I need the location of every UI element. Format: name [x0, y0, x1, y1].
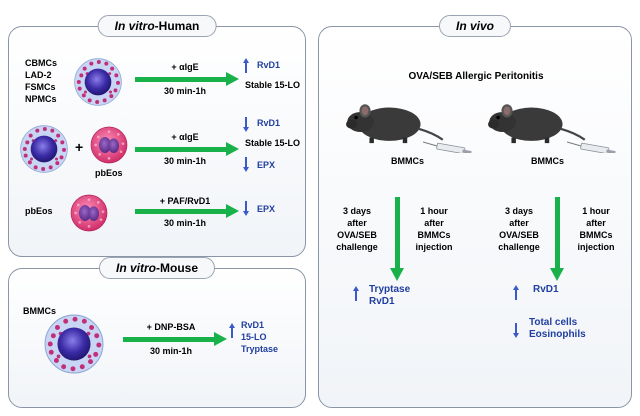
mouse-arrow: [123, 332, 227, 346]
row2-result-rvd1: RvD1: [257, 118, 281, 128]
human-panel: In vitro-Human CBMCs LAD-2 FSMCs NPMCs +…: [8, 15, 306, 257]
mast-cell-icon: [43, 313, 105, 375]
syringe-icon: [423, 139, 473, 153]
right-time-arrow: [550, 197, 564, 281]
row1-result-rvd1: RvD1: [257, 60, 281, 70]
mast-cell-icon: [19, 124, 69, 174]
decrease-arrow-icon: [243, 117, 248, 132]
mouse-cell-label: BMMCs: [23, 306, 56, 316]
mouse-panel: In vitro-Mouse BMMCs + DNP-BSA 30 min-1h…: [8, 257, 306, 408]
left-injection: BMMCs: [391, 156, 424, 166]
row1-cell-list: CBMCs LAD-2 FSMCs NPMCs: [25, 58, 58, 104]
left-results: Tryptase RvD1: [369, 284, 411, 307]
right-injection: BMMCs: [531, 156, 564, 166]
left-timing-right: 1 hour after BMMCs injection: [415, 206, 453, 252]
increase-arrow-icon: [513, 285, 518, 300]
row2-result-15lo: Stable 15-LO: [245, 138, 301, 148]
vivo-panel: In vivo OVA/SEB Allergic Peritonitis BMM…: [318, 15, 632, 408]
mouse-time: 30 min-1h: [149, 346, 192, 356]
human-panel-title: In vitro-Human: [97, 15, 217, 37]
vivo-model: OVA/SEB Allergic Peritonitis: [408, 71, 544, 82]
row3-time: 30 min-1h: [163, 218, 206, 228]
row1-time: 30 min-1h: [163, 86, 206, 96]
left-time-arrow: [390, 197, 404, 281]
right-timing-right: 1 hour after BMMCs injection: [577, 206, 615, 252]
plus-sign: +: [75, 139, 84, 155]
increase-arrow-icon: [243, 58, 248, 73]
increase-arrow-icon: [229, 323, 234, 338]
mouse-results: RvD1 15-LO Tryptase: [241, 320, 279, 354]
row2-eos-label: pbEos: [95, 168, 123, 178]
right-results-down: Total cells Eosinophils: [529, 317, 586, 340]
row1-stimulus: + αIgE: [171, 62, 199, 72]
syringe-icon: [567, 139, 617, 153]
right-result-up: RvD1: [533, 284, 559, 295]
mast-cell-icon: [73, 57, 123, 107]
mouse-stimulus: + DNP-BSA: [146, 322, 196, 332]
row2-result-epx: EPX: [257, 160, 276, 170]
vivo-panel-title: In vivo: [438, 15, 512, 37]
left-timing-left: 3 days after OVA/SEB challenge: [336, 206, 378, 252]
decrease-arrow-icon: [243, 201, 248, 216]
row2-arrow: [135, 142, 239, 156]
mouse-panel-title: In vitro-Mouse: [98, 257, 216, 279]
row3-stimulus: + PAF/RvD1: [159, 196, 211, 206]
row3-cell-label: pbEos: [25, 206, 53, 216]
eosinophil-icon: [69, 193, 109, 233]
decrease-arrow-icon: [243, 157, 248, 172]
row1-arrow: [135, 72, 239, 86]
decrease-arrow-icon: [513, 323, 518, 338]
row1-result-15lo: Stable 15-LO: [245, 80, 301, 90]
row3-arrow: [135, 204, 239, 218]
row2-time: 30 min-1h: [163, 156, 206, 166]
right-timing-left: 3 days after OVA/SEB challenge: [498, 206, 540, 252]
row3-result-epx: EPX: [257, 204, 276, 214]
eosinophil-icon: [89, 125, 129, 165]
row2-stimulus: + αIgE: [171, 132, 199, 142]
increase-arrow-icon: [353, 286, 358, 301]
